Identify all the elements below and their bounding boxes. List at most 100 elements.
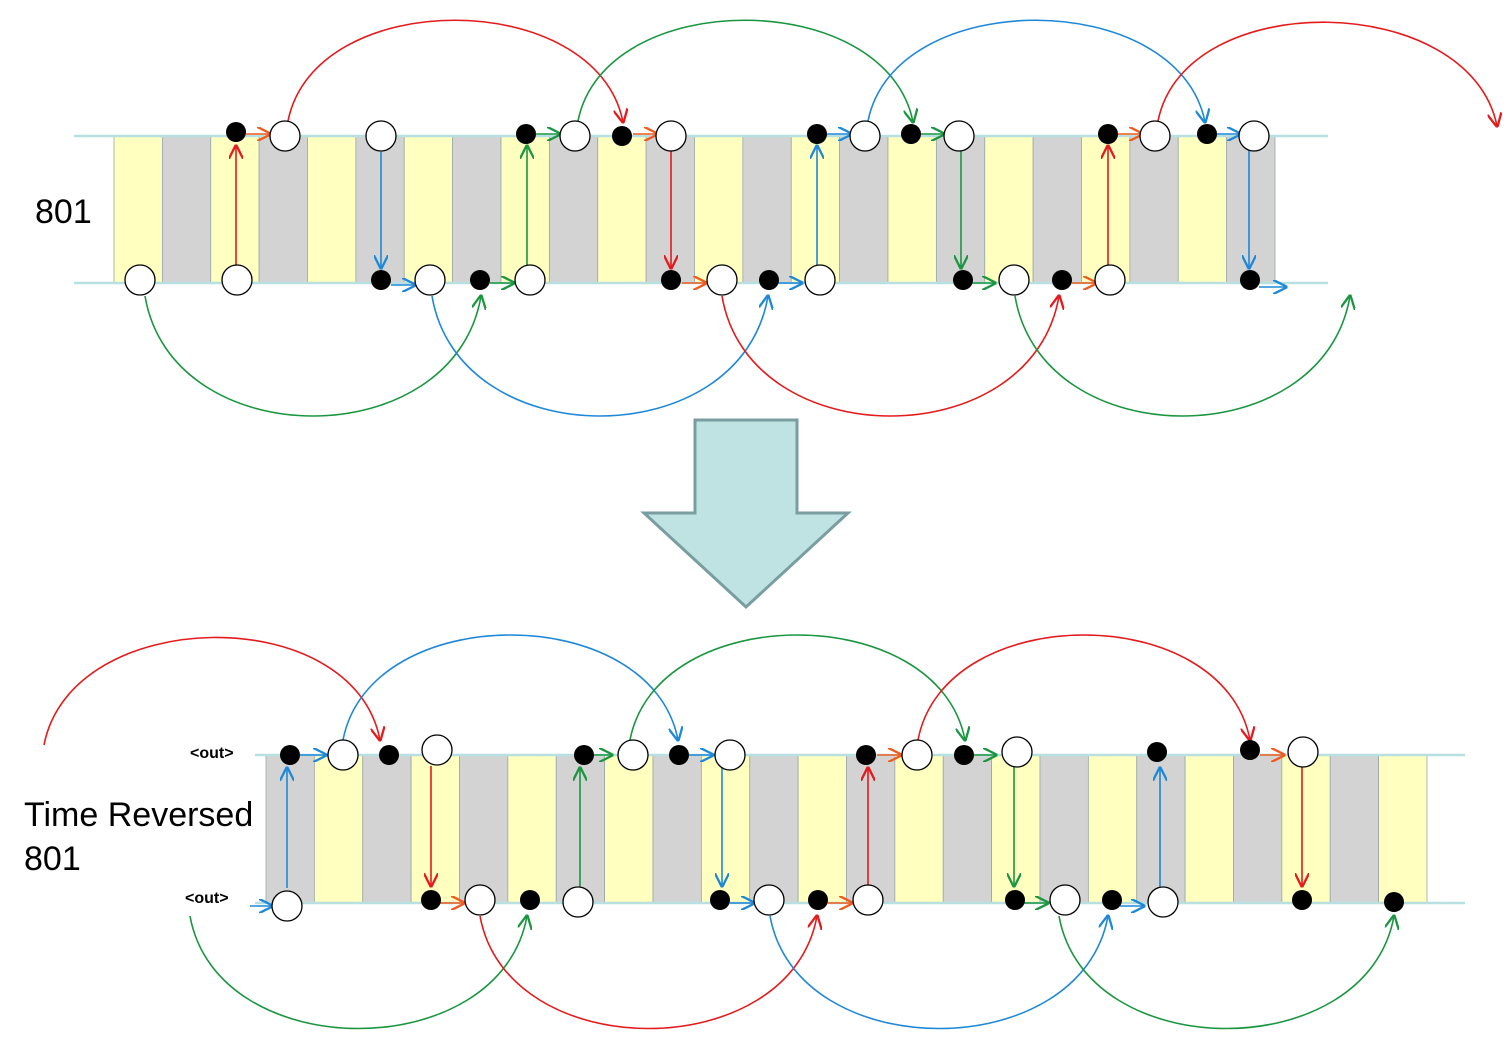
bottom-arc-green <box>189 916 527 1030</box>
filled-node <box>669 745 689 765</box>
bands-layer <box>113 135 1428 904</box>
top-band-cell <box>500 135 550 284</box>
top-band-cell <box>452 135 502 284</box>
open-node <box>464 884 496 916</box>
bottom-band-cell <box>1087 754 1138 904</box>
bottom-band-cell <box>652 754 702 904</box>
top-band-cell <box>694 135 744 284</box>
top-panel-label: 801 <box>35 193 92 231</box>
filled-node <box>710 890 730 910</box>
filled-node <box>1005 890 1025 910</box>
top-arc-green <box>577 19 913 122</box>
bottom-band-cell <box>1281 754 1331 904</box>
bottom-band-cell <box>265 754 315 904</box>
top-band-cell <box>984 135 1034 284</box>
top-arc-red <box>721 296 1059 417</box>
open-node <box>1094 264 1126 296</box>
open-node <box>901 739 933 771</box>
filled-node <box>808 890 828 910</box>
filled-node <box>1240 740 1260 760</box>
bottom-band-cell <box>894 754 944 904</box>
filled-node <box>371 270 391 290</box>
top-band-cell <box>597 135 647 284</box>
filled-node <box>280 745 300 765</box>
filled-node <box>661 270 681 290</box>
bottom-panel-label-line2: 801 <box>24 840 81 878</box>
bottom-arc-blue <box>342 634 678 740</box>
bottom-band-cell <box>846 754 896 904</box>
bottom-band-cell <box>459 754 509 904</box>
open-node <box>943 120 975 152</box>
down-arrow-icon <box>640 418 852 610</box>
open-node <box>271 890 303 922</box>
open-node <box>1238 120 1270 152</box>
nodes-layer <box>124 120 1404 922</box>
filled-node <box>516 124 536 144</box>
out-label-bottom: <out> <box>185 890 229 907</box>
top-band-cell <box>1081 135 1131 284</box>
open-node <box>852 884 884 916</box>
filled-node <box>1197 124 1217 144</box>
filled-node <box>856 745 876 765</box>
filled-node <box>421 890 441 910</box>
bottom-arc-green <box>1058 916 1394 1030</box>
top-band-cell <box>161 135 212 284</box>
filled-node <box>1384 892 1404 912</box>
open-node <box>1147 886 1179 918</box>
bottom-band-cell <box>604 754 654 904</box>
top-band-cell <box>113 135 163 284</box>
open-node <box>1139 120 1171 152</box>
top-band-cell <box>887 135 937 284</box>
open-node <box>804 264 836 296</box>
open-node <box>365 120 397 152</box>
filled-node <box>470 270 490 290</box>
filled-node <box>1102 890 1122 910</box>
bottom-band-cell <box>700 754 751 904</box>
open-node <box>414 264 446 296</box>
open-node <box>714 739 746 771</box>
bottom-arc-green <box>629 634 965 740</box>
filled-node <box>901 124 921 144</box>
open-node <box>124 264 156 296</box>
open-node <box>269 120 301 152</box>
bottom-band-cell <box>797 754 847 904</box>
filled-node <box>807 124 827 144</box>
top-band-cell <box>403 135 454 284</box>
filled-node <box>574 745 594 765</box>
bottom-band-cell <box>749 754 799 904</box>
top-band-cell <box>1129 135 1179 284</box>
bottom-band-cell <box>1039 754 1089 904</box>
bottom-band-cell <box>410 754 460 904</box>
top-arc-blue <box>431 296 768 417</box>
top-band-cell <box>1177 135 1228 284</box>
open-node <box>849 120 881 152</box>
bottom-arc-blue <box>769 916 1108 1030</box>
open-node <box>706 264 738 296</box>
top-arc-green <box>144 296 481 417</box>
open-node <box>1287 736 1319 768</box>
bottom-band-cell <box>1233 754 1283 904</box>
open-node <box>562 886 594 918</box>
filled-node <box>953 270 973 290</box>
open-node <box>514 264 546 296</box>
open-node <box>1001 736 1033 768</box>
filled-node <box>226 122 246 142</box>
top-arc-blue <box>867 19 1205 122</box>
bottom-arc-red <box>917 634 1250 740</box>
top-arc-red <box>1157 21 1497 126</box>
top-band-cell <box>258 135 308 284</box>
open-node <box>753 884 785 916</box>
bottom-panel-label-line1: Time Reversed <box>24 796 254 834</box>
bottom-band-cell <box>362 754 412 904</box>
open-node <box>1049 884 1081 916</box>
bottom-band-cell <box>942 754 993 904</box>
bottom-arc-red <box>479 916 817 1030</box>
top-band-cell <box>1032 135 1082 284</box>
open-node <box>998 264 1030 296</box>
top-arc-red <box>287 19 623 122</box>
filled-node <box>1292 890 1312 910</box>
open-node <box>617 739 649 771</box>
top-band-cell <box>742 135 792 284</box>
bottom-band-cell <box>507 754 557 904</box>
